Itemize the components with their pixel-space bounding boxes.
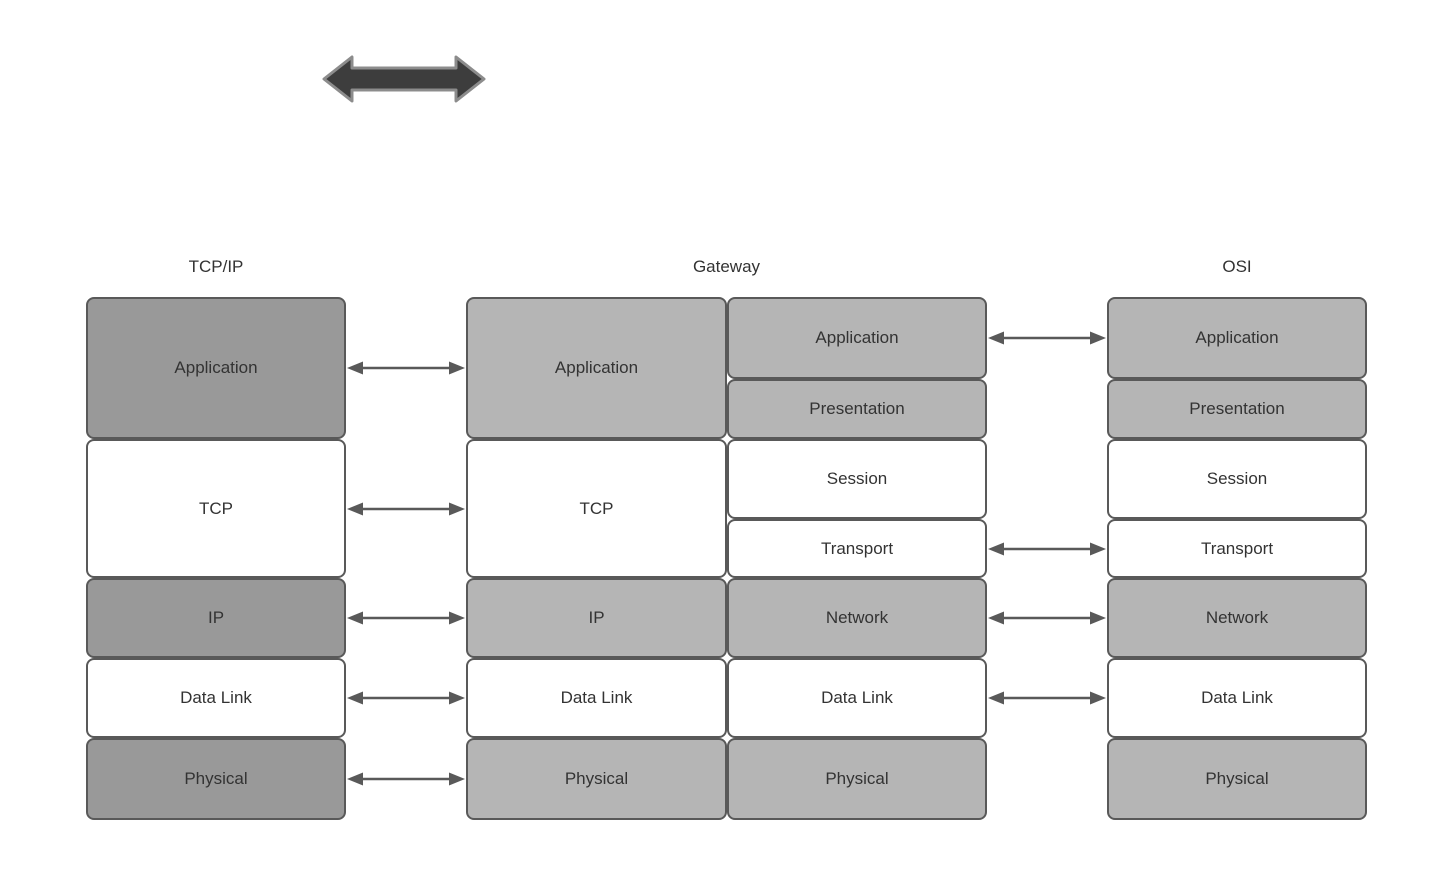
arrow-tcpip-gateway-data-link-icon [347, 691, 465, 705]
layer-box-gateway-right-presentation: Presentation [727, 379, 987, 439]
arrow-gateway-osi-application-icon [988, 331, 1106, 345]
layer-box-osi-physical: Physical [1107, 738, 1367, 820]
arrow-group-gateway-osi [988, 331, 1106, 705]
layer-box-gateway-right-physical: Physical [727, 738, 987, 820]
layer-box-tcpip-tcp: TCP [86, 439, 346, 578]
layer-box-gateway-right-transport: Transport [727, 519, 987, 578]
column-title-osi: OSI [1222, 257, 1252, 276]
layer-box-gateway-left-physical: Physical [466, 738, 727, 820]
layer-box-osi-application: Application [1107, 297, 1367, 379]
layer-box-gateway-right-data-link: Data Link [727, 658, 987, 738]
layer-box-gateway-left-ip: IP [466, 578, 727, 658]
column-title-tcpip: TCP/IP [188, 257, 244, 276]
arrow-tcpip-gateway-tcp-icon [347, 502, 465, 516]
layer-box-tcpip-application: Application [86, 297, 346, 439]
arrow-group-tcpip-gateway [347, 361, 465, 786]
layer-box-tcpip-ip: IP [86, 578, 346, 658]
arrow-gateway-osi-transport-icon [988, 542, 1106, 556]
arrow-tcpip-gateway-ip-icon [347, 611, 465, 625]
layer-box-osi-session: Session [1107, 439, 1367, 519]
arrow-tcpip-gateway-application-icon [347, 361, 465, 375]
layer-box-gateway-right-session: Session [727, 439, 987, 519]
layer-box-gateway-left-application: Application [466, 297, 727, 439]
layer-box-gateway-left-tcp: TCP [466, 439, 727, 578]
layer-box-tcpip-physical: Physical [86, 738, 346, 820]
layer-box-osi-transport: Transport [1107, 519, 1367, 578]
arrow-gateway-osi-data-link-icon [988, 691, 1106, 705]
layer-box-osi-data-link: Data Link [1107, 658, 1367, 738]
layer-box-gateway-right-application: Application [727, 297, 987, 379]
layer-box-tcpip-data-link: Data Link [86, 658, 346, 738]
column-title-gateway: Gateway [692, 257, 761, 276]
layer-box-gateway-left-data-link: Data Link [466, 658, 727, 738]
arrow-gateway-osi-network-icon [988, 611, 1106, 625]
layer-box-osi-network: Network [1107, 578, 1367, 658]
arrow-tcpip-gateway-physical-icon [347, 772, 465, 786]
block-double-arrow-icon [322, 55, 486, 103]
layer-box-osi-presentation: Presentation [1107, 379, 1367, 439]
layer-box-gateway-right-network: Network [727, 578, 987, 658]
